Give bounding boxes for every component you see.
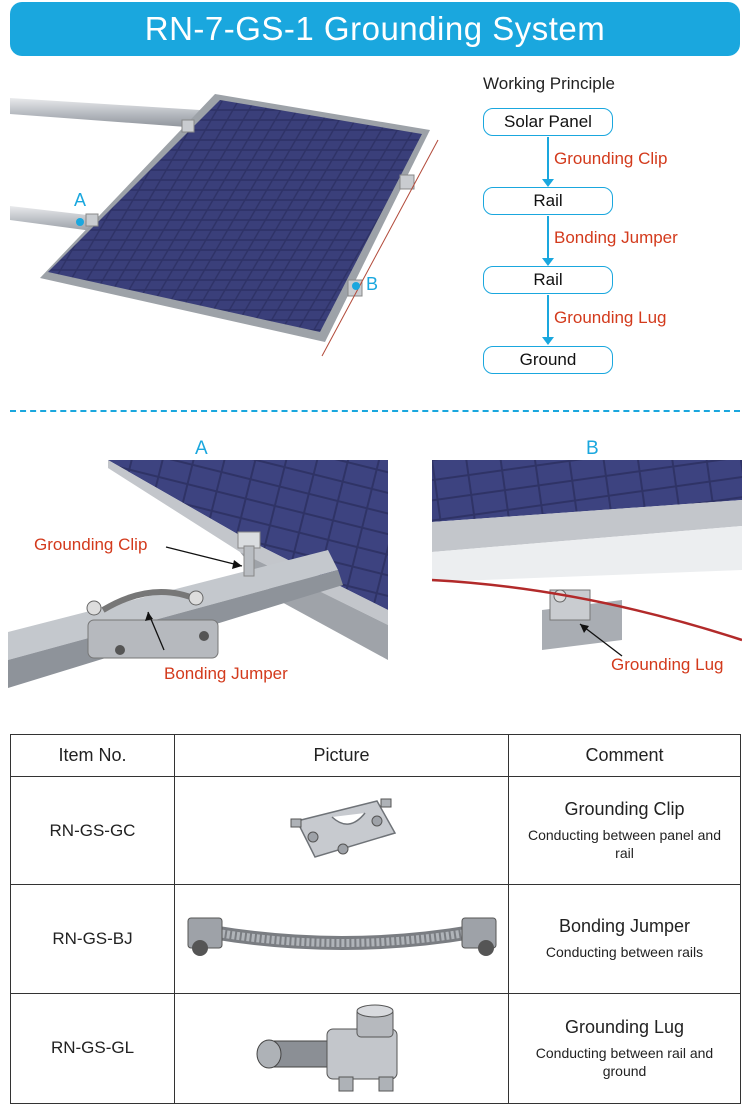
flow-node-ground: Ground (483, 346, 613, 374)
detail-b-drawing (431, 460, 743, 657)
marker-b: B (366, 274, 378, 294)
flow-label-bonding-jumper: Bonding Jumper (554, 228, 678, 247)
comment-cell: Bonding Jumper Conducting between rails (508, 884, 741, 994)
picture-cell (174, 992, 509, 1105)
flow-node-rail: Rail (483, 266, 613, 294)
flow-node-solar-panel: Solar Panel (483, 108, 613, 136)
comment-title: Grounding Clip (564, 799, 685, 820)
comment-desc: Conducting between rails (545, 944, 704, 961)
flow-arrow (542, 216, 554, 266)
comment-cell: Grounding Clip Conducting between panel … (508, 775, 741, 886)
page-title: RN-7-GS-1 Grounding System (10, 2, 740, 56)
item-no-cell: RN-GS-GC (10, 775, 175, 886)
clamp (85, 213, 99, 227)
detail-b-photo (431, 460, 743, 688)
detail-a-photo (8, 460, 388, 688)
header-comment: Comment (508, 734, 741, 777)
flow-node-rail: Rail (483, 187, 613, 215)
comment-title: Bonding Jumper (558, 916, 691, 937)
marker-a-dot (76, 218, 84, 226)
callout-bonding-jumper: Bonding Jumper (164, 664, 288, 683)
marker-a: A (74, 190, 86, 210)
ground-wire (321, 139, 439, 357)
marker-b-dot (352, 282, 360, 290)
section-divider (10, 410, 740, 412)
header-item-no: Item No. (10, 734, 175, 777)
item-no-cell: RN-GS-BJ (10, 884, 175, 994)
item-no-cell: RN-GS-GL (10, 992, 175, 1105)
flow-arrow (542, 295, 554, 345)
header-picture: Picture (174, 734, 509, 777)
callout-grounding-clip: Grounding Clip (34, 535, 148, 554)
table-row: RN-GS-GC Grounding Clip Conducting betwe… (10, 775, 741, 886)
comment-desc: Conducting between rail and ground (535, 1044, 714, 1079)
upper-rail (10, 98, 200, 128)
table-header-row: Item No. Picture Comment (10, 734, 741, 777)
items-table: Item No. Picture Comment RN-GS-GC Ground… (10, 734, 741, 1105)
panel-cells (48, 100, 422, 332)
callout-grounding-lug: Grounding Lug (611, 655, 724, 674)
detail-b-letter: B (586, 438, 599, 459)
panel-illustration: A B (0, 70, 450, 370)
panel-drawing: A B (10, 94, 439, 357)
flow-label-grounding-clip: Grounding Clip (554, 149, 668, 168)
bonding-jumper-image (187, 917, 496, 956)
clamp (399, 174, 415, 190)
comment-title: Grounding Lug (564, 1016, 685, 1037)
flow-label-grounding-lug: Grounding Lug (554, 308, 667, 327)
table-row: RN-GS-BJ Bonding Jumper Conducting betwe… (10, 884, 741, 994)
flow-arrow (542, 137, 554, 187)
detail-a-drawing (8, 460, 388, 688)
table-row: RN-GS-GL Grounding Lug Conducting betwee… (10, 992, 741, 1105)
detail-a-letter: A (195, 438, 208, 459)
grounding-lug-image (256, 1004, 397, 1092)
working-principle-title: Working Principle (483, 74, 615, 93)
clamp (181, 119, 195, 133)
picture-cell (174, 775, 509, 886)
comment-cell: Grounding Lug Conducting between rail an… (508, 992, 741, 1105)
comment-desc: Conducting between panel and rail (527, 827, 722, 862)
grounding-clip-image (290, 798, 396, 858)
picture-cell (174, 884, 509, 994)
